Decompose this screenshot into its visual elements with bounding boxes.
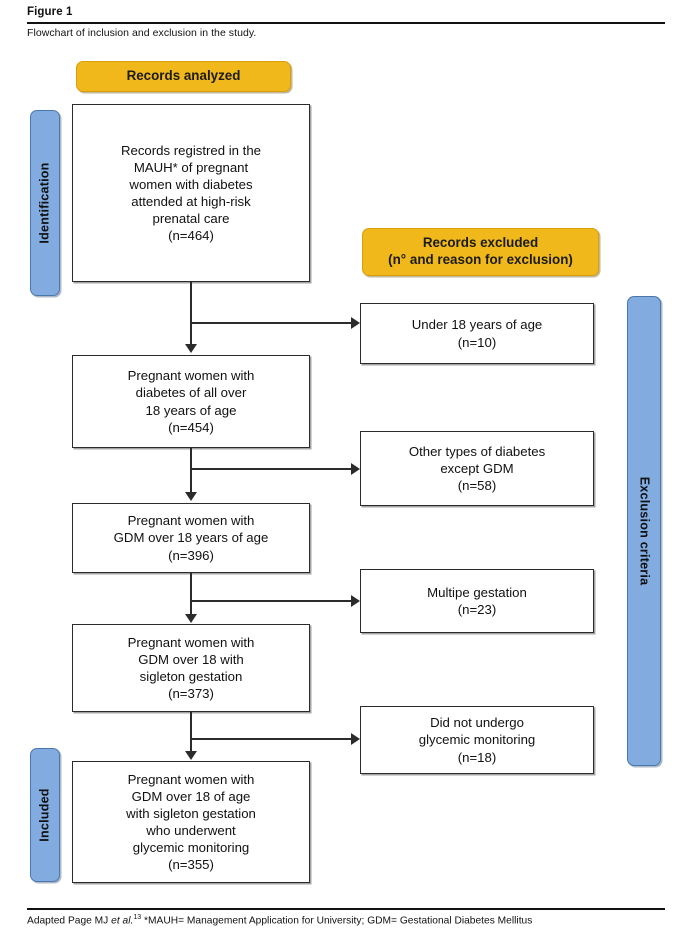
- connector-arrow-right-4: [351, 733, 360, 745]
- connector-arrow-right-2: [351, 463, 360, 475]
- footnote: Adapted Page MJ et al.13 *MAUH= Manageme…: [27, 914, 532, 926]
- flow-node-gdm-over-18-text: Pregnant women with GDM over 18 years of…: [113, 513, 269, 563]
- flow-node-final-included: Pregnant women with GDM over 18 of age w…: [72, 761, 310, 883]
- connector-arrow-down-1: [185, 344, 197, 353]
- banner-records-analyzed-text: Records analyzed: [126, 68, 241, 84]
- connector-hline-4: [192, 738, 352, 740]
- connector-vline-1: [190, 282, 192, 344]
- flow-node-diabetes-over-18: Pregnant women with diabetes of all over…: [72, 355, 310, 448]
- connector-hline-3: [192, 600, 352, 602]
- banner-records-excluded: Records excluded (n° and reason for excl…: [362, 228, 599, 276]
- flow-node-gdm-over-18: Pregnant women with GDM over 18 years of…: [72, 503, 310, 573]
- exclusion-node-other-diabetes-text: Other types of diabetes except GDM (n=58…: [408, 443, 546, 494]
- footnote-suffix: *MAUH= Management Application for Univer…: [141, 915, 533, 927]
- stage-bar-exclusion-criteria-label: Exclusion criteria: [637, 476, 651, 586]
- exclusion-node-other-diabetes: Other types of diabetes except GDM (n=58…: [360, 431, 594, 506]
- flow-node-diabetes-over-18-text: Pregnant women with diabetes of all over…: [127, 368, 255, 435]
- stage-bar-included: Included: [30, 748, 60, 882]
- footer-divider: [27, 908, 665, 910]
- header-divider: [27, 22, 665, 24]
- flow-node-records-registered-text: Records registred in the MAUH* of pregna…: [120, 142, 261, 244]
- stage-bar-included-label: Included: [38, 788, 53, 842]
- connector-arrow-right-1: [351, 317, 360, 329]
- banner-records-analyzed: Records analyzed: [76, 61, 291, 92]
- footnote-prefix: Adapted Page MJ: [27, 915, 112, 927]
- flow-node-gdm-singleton: Pregnant women with GDM over 18 with sig…: [72, 624, 310, 712]
- flow-node-records-registered: Records registred in the MAUH* of pregna…: [72, 104, 310, 282]
- connector-vline-4: [190, 712, 192, 752]
- connector-arrow-right-3: [351, 595, 360, 607]
- figure-label: Figure 1: [27, 6, 73, 18]
- connector-vline-2: [190, 448, 192, 492]
- stage-bar-identification: Identification: [30, 110, 60, 296]
- stage-bar-exclusion-criteria: Exclusion criteria: [627, 296, 661, 766]
- exclusion-node-under-18-text: Under 18 years of age (n=10): [411, 317, 543, 350]
- footnote-italic: et al.: [111, 915, 134, 927]
- connector-hline-2: [192, 468, 352, 470]
- exclusion-node-no-glycemic-monitoring: Did not undergo glycemic monitoring (n=1…: [360, 706, 594, 774]
- stage-bar-identification-label: Identification: [38, 162, 53, 244]
- connector-arrow-down-2: [185, 492, 197, 501]
- figure-caption: Flowchart of inclusion and exclusion in …: [27, 27, 257, 39]
- banner-records-excluded-text: Records excluded (n° and reason for excl…: [388, 235, 573, 267]
- exclusion-node-multiple-gestation: Multipe gestation (n=23): [360, 569, 594, 633]
- flow-node-final-included-text: Pregnant women with GDM over 18 of age w…: [126, 771, 256, 873]
- connector-arrow-down-3: [185, 614, 197, 623]
- footnote-superscript: 13: [133, 914, 142, 921]
- exclusion-node-multiple-gestation-text: Multipe gestation (n=23): [427, 584, 527, 617]
- connector-hline-1: [192, 322, 352, 324]
- connector-vline-3: [190, 573, 192, 615]
- exclusion-node-no-glycemic-monitoring-text: Did not undergo glycemic monitoring (n=1…: [418, 715, 536, 765]
- flow-node-gdm-singleton-text: Pregnant women with GDM over 18 with sig…: [127, 634, 255, 702]
- connector-arrow-down-4: [185, 751, 197, 760]
- exclusion-node-under-18: Under 18 years of age (n=10): [360, 303, 594, 364]
